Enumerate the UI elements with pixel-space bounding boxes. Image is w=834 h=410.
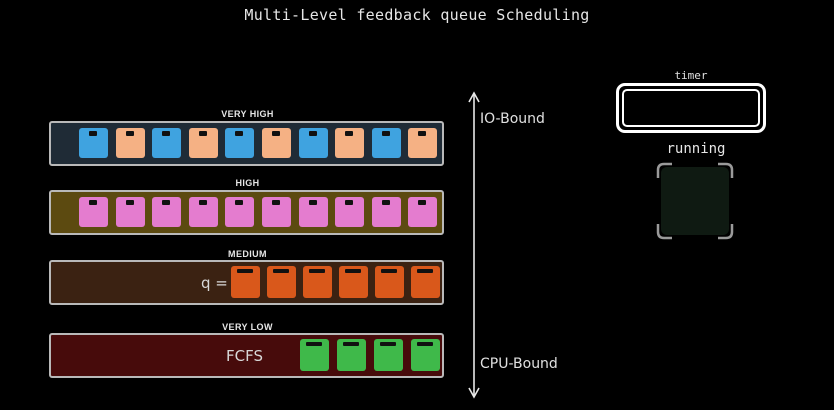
process-block [411, 266, 440, 298]
process-block [152, 197, 182, 227]
cpu-bound-label: CPU-Bound [480, 356, 558, 372]
queue-very-high [49, 121, 444, 166]
page-title: Multi-Level feedback queue Scheduling [244, 6, 590, 24]
process-block [79, 128, 108, 158]
process-block [300, 339, 329, 371]
process-block [411, 339, 440, 371]
timer-label: timer [674, 69, 708, 82]
process-block [262, 197, 291, 227]
process-block [375, 266, 404, 298]
process-block [371, 128, 401, 158]
fcfs-text: FCFS [226, 346, 263, 365]
process-block [188, 128, 218, 158]
process-block [339, 266, 368, 298]
process-block [371, 197, 401, 227]
process-block [374, 339, 403, 371]
queue-very-low: FCFS [49, 333, 444, 378]
process-block [115, 197, 145, 227]
quantum-text: q = [201, 273, 228, 292]
process-block [262, 128, 291, 158]
process-block [225, 197, 255, 227]
running-slot [656, 162, 734, 240]
queue-medium: q = [49, 260, 444, 305]
process-block [152, 128, 182, 158]
queue-label-very-high: VERY HIGH [221, 109, 274, 119]
process-block [298, 197, 328, 227]
process-block [267, 266, 296, 298]
running-label: running [666, 141, 726, 157]
process-block [231, 266, 260, 298]
process-block [303, 266, 332, 298]
process-block [188, 197, 218, 227]
timer-box [616, 83, 766, 133]
priority-axis-arrow-icon [468, 91, 480, 399]
process-block [298, 128, 328, 158]
queue-label-high: HIGH [235, 178, 260, 188]
io-bound-label: IO-Bound [480, 111, 545, 127]
process-block [337, 339, 366, 371]
queue-label-very-low: VERY LOW [222, 322, 273, 332]
queue-high [49, 190, 444, 235]
process-block [225, 128, 255, 158]
process-block [408, 197, 438, 227]
process-block [79, 197, 108, 227]
process-block [115, 128, 145, 158]
process-block [408, 128, 438, 158]
process-block [335, 128, 365, 158]
process-block [335, 197, 365, 227]
queue-label-medium: MEDIUM [228, 249, 267, 259]
